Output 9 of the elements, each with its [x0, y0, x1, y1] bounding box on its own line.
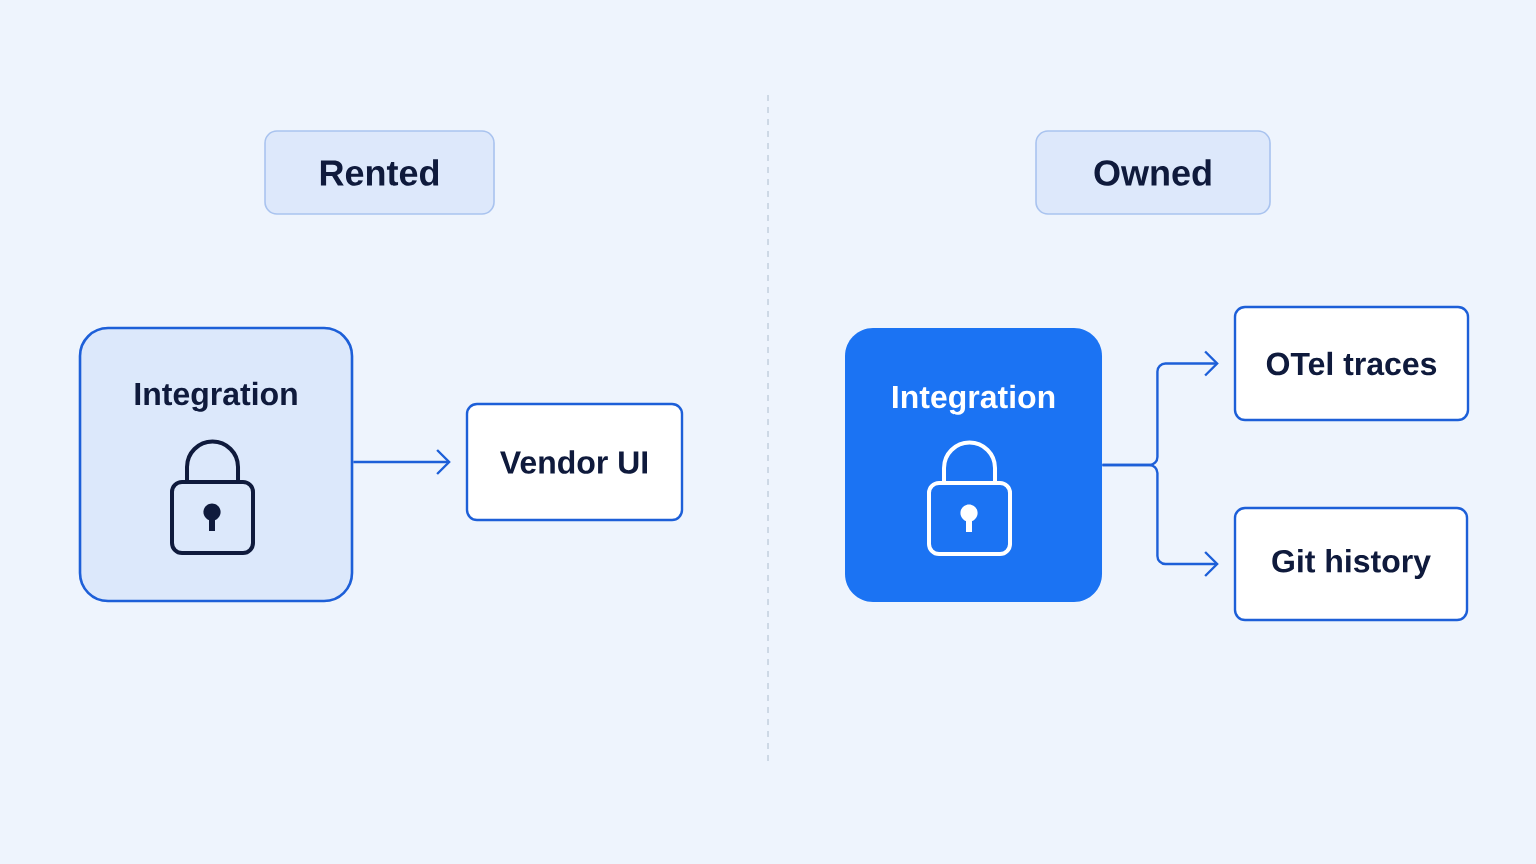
process-box: Integration	[845, 328, 1102, 602]
arrow	[1102, 463, 1219, 577]
arrow	[353, 449, 451, 475]
column-heading: Owned	[1035, 130, 1271, 215]
column-heading: Rented	[264, 130, 495, 215]
output-box: OTel traces	[1233, 305, 1470, 422]
output-box: Vendor UI	[465, 402, 684, 522]
process-box: Integration	[78, 326, 354, 603]
output-box: Git history	[1233, 506, 1469, 622]
